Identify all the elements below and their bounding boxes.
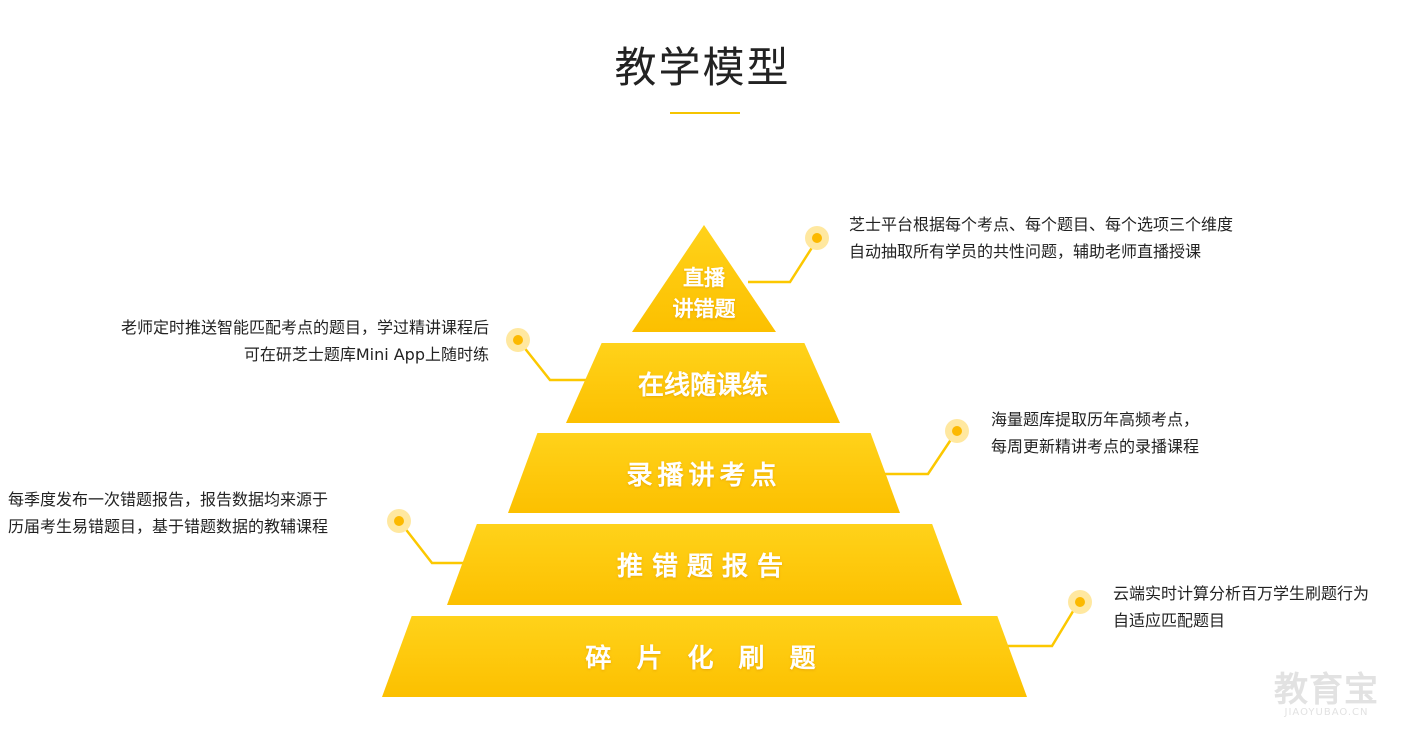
callout-text: 自适应匹配题目 xyxy=(1113,611,1226,630)
callout-text: 历届考生易错题目，基于错题数据的教辅课程 xyxy=(8,517,329,536)
callout-text: 每季度发布一次错题报告，报告数据均来源于 xyxy=(8,490,329,509)
callout-recorded: 海量题库提取历年高频考点， 每周更新精讲考点的录播课程 xyxy=(991,406,1199,460)
pyramid-layer-practice: 在线随课练 xyxy=(566,343,840,423)
connector-5 xyxy=(996,607,1077,648)
title-underline xyxy=(670,112,740,114)
layer-label-line2: 讲错题 xyxy=(672,296,736,321)
callout-fragmented: 云端实时计算分析百万学生刷题行为 自适应匹配题目 xyxy=(1113,580,1369,634)
connector-4 xyxy=(403,526,475,565)
callout-text: 老师定时推送智能匹配考点的题目，学过精讲课程后 xyxy=(120,318,489,337)
callout-practice: 老师定时推送智能匹配考点的题目，学过精讲课程后 可在研芝士题库Mini App上… xyxy=(121,314,489,368)
callout-report: 每季度发布一次错题报告，报告数据均来源于 历届考生易错题目，基于错题数据的教辅课… xyxy=(8,486,328,540)
watermark: 教育宝 JIAOYUBAO.CN xyxy=(1274,662,1379,718)
layer-label: 录播讲考点 xyxy=(626,460,782,491)
pyramid-layer-fragmented: 碎 片 化 刷 题 xyxy=(382,616,1027,697)
callout-text: 芝士平台根据每个考点、每个题目、每个选项三个维度 xyxy=(849,215,1234,234)
layer-label: 在线随课练 xyxy=(637,370,768,401)
layer-label: 碎 片 化 刷 题 xyxy=(585,644,824,674)
callout-text: 每周更新精讲考点的录播课程 xyxy=(991,437,1200,456)
pyramid-layer-report: 推错题报告 xyxy=(447,524,962,605)
callout-text: 自动抽取所有学员的共性问题，辅助老师直播授课 xyxy=(849,242,1202,261)
callout-text: 云端实时计算分析百万学生刷题行为 xyxy=(1113,584,1370,603)
callout-text: 可在研芝士题库Mini App上随时练 xyxy=(243,345,489,364)
layer-label-line1: 直播 xyxy=(683,265,725,290)
connector-2 xyxy=(522,345,596,382)
page-title: 教学模型 xyxy=(614,43,791,92)
callout-live: 芝士平台根据每个考点、每个题目、每个选项三个维度 自动抽取所有学员的共性问题，辅… xyxy=(849,211,1233,265)
watermark-brand: 教育宝 xyxy=(1274,670,1379,710)
connector-3 xyxy=(872,437,954,476)
layer-label: 推错题报告 xyxy=(616,552,792,582)
pyramid-layer-recorded: 录播讲考点 xyxy=(508,433,900,513)
watermark-domain: JIAOYUBAO.CN xyxy=(1284,707,1369,718)
connector-1 xyxy=(748,245,815,284)
callout-text: 海量题库提取历年高频考点， xyxy=(991,410,1200,429)
